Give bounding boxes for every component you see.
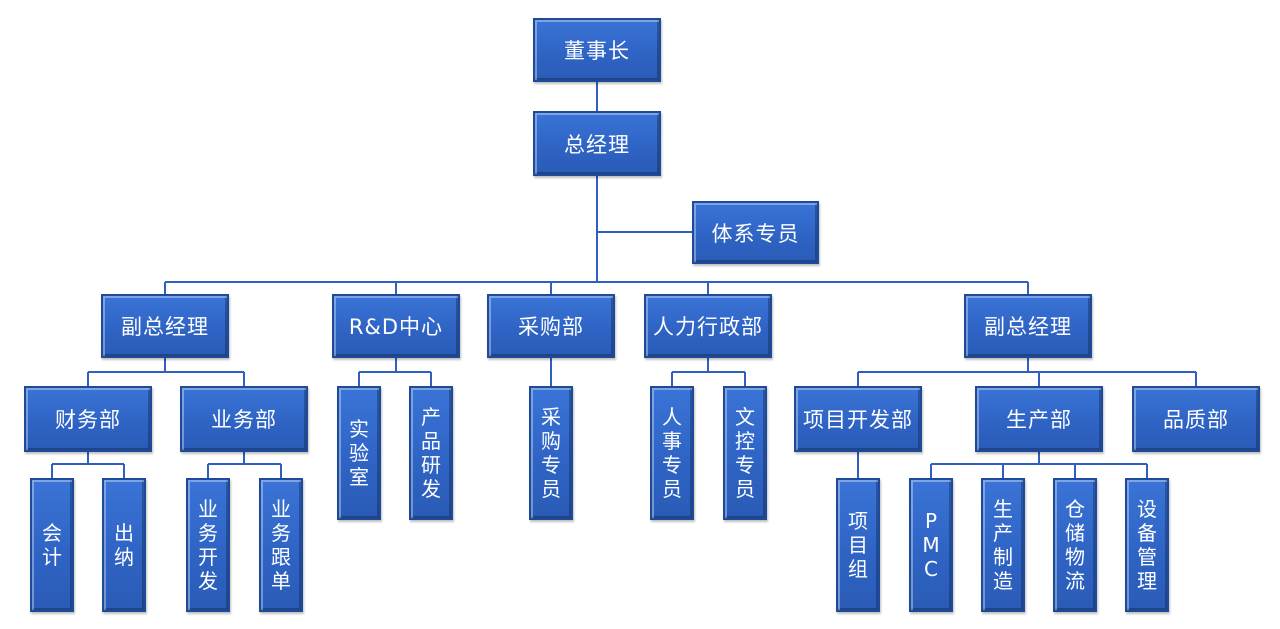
node-document-control-specialist-label: 文控专员 (735, 405, 755, 501)
node-finance: 财务部 (24, 386, 152, 452)
node-document-control-specialist: 文控专员 (723, 386, 767, 520)
node-hr-admin: 人力行政部 (644, 294, 772, 358)
node-personnel-specialist-label: 人事专员 (662, 405, 682, 501)
node-warehouse-logistics-label: 仓储物流 (1065, 497, 1085, 593)
node-chairman: 董事长 (533, 18, 661, 82)
node-project-team-label: 项目组 (848, 509, 868, 581)
node-hr-admin-label: 人力行政部 (653, 315, 763, 339)
node-accounting-label: 会计 (42, 521, 62, 569)
node-system-specialist: 体系专员 (692, 201, 819, 264)
node-cashier-label: 出纳 (114, 521, 134, 569)
node-production-label: 生产部 (1006, 408, 1072, 432)
node-equipment-mgmt: 设备管理 (1125, 478, 1169, 612)
node-sales-label: 业务部 (211, 408, 277, 432)
node-sales: 业务部 (180, 386, 308, 452)
node-general-manager: 总经理 (533, 111, 661, 176)
node-purchasing-specialist-label: 采购专员 (541, 405, 561, 501)
node-project-dev: 项目开发部 (794, 386, 922, 452)
node-quality: 品质部 (1132, 386, 1260, 452)
node-product-rd: 产品研发 (409, 386, 453, 520)
node-cashier: 出纳 (102, 478, 146, 612)
node-vice-gm-left: 副总经理 (101, 294, 229, 358)
node-biz-dev-label: 业务开发 (198, 497, 218, 593)
node-system-specialist-label: 体系专员 (711, 221, 800, 246)
node-biz-follow: 业务跟单 (259, 478, 303, 612)
node-chairman-label: 董事长 (564, 39, 630, 63)
node-lab: 实验室 (337, 386, 381, 520)
node-personnel-specialist: 人事专员 (650, 386, 694, 520)
node-equipment-mgmt-label: 设备管理 (1137, 497, 1157, 593)
node-manufacturing-label: 生产制造 (993, 497, 1013, 593)
node-general-manager-label: 总经理 (564, 132, 630, 157)
node-purchasing-specialist: 采购专员 (529, 386, 573, 520)
node-rd-center: R&D中心 (332, 294, 460, 358)
node-vice-gm-right: 副总经理 (964, 294, 1092, 358)
node-warehouse-logistics: 仓储物流 (1053, 478, 1097, 612)
node-pmc-label: PMC (922, 509, 940, 581)
node-finance-label: 财务部 (55, 408, 121, 432)
node-vice-gm-left-label: 副总经理 (121, 315, 209, 339)
node-pmc: PMC (909, 478, 953, 612)
node-product-rd-label: 产品研发 (421, 405, 441, 501)
node-lab-label: 实验室 (349, 417, 369, 489)
node-biz-dev: 业务开发 (186, 478, 230, 612)
node-purchasing: 采购部 (487, 294, 615, 358)
node-purchasing-label: 采购部 (518, 315, 584, 339)
node-accounting: 会计 (30, 478, 74, 612)
node-project-team: 项目组 (836, 478, 880, 612)
node-rd-center-label: R&D中心 (348, 315, 444, 339)
node-manufacturing: 生产制造 (981, 478, 1025, 612)
node-project-dev-label: 项目开发部 (803, 408, 913, 432)
node-biz-follow-label: 业务跟单 (271, 497, 291, 593)
node-production: 生产部 (975, 386, 1103, 452)
node-vice-gm-right-label: 副总经理 (984, 315, 1072, 339)
node-quality-label: 品质部 (1163, 408, 1229, 432)
